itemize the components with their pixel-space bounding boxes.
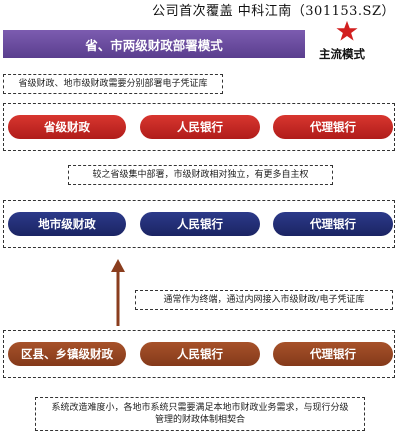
page-title-bar: 省、市两级财政部署模式 (3, 30, 305, 58)
node-county-finance-label: 区县、乡镇级财政 (21, 347, 113, 361)
note-bottom-text: 系统改造难度小，各地市系统只需要满足本地市财政业务需求，与现行分级管理的财政体制… (51, 403, 349, 425)
node-municipal-agent-bank: 代理银行 (273, 212, 393, 236)
note-bottom: 系统改造难度小，各地市系统只需要满足本地市财政业务需求，与现行分级管理的财政体制… (35, 397, 365, 431)
node-municipal-pboc: 人民银行 (140, 212, 260, 236)
node-provincial-agent-bank: 代理银行 (273, 115, 393, 139)
note-terminal-text: 通常作为终端，通过内网接入市级财政/电子凭证库 (163, 295, 365, 305)
note-provincial-deploy-text: 省级财政、地市级财政需要分别部署电子凭证库 (18, 79, 208, 89)
arrow-up-icon (111, 259, 125, 326)
node-provincial-pboc-label: 人民银行 (177, 120, 223, 134)
node-municipal-agent-bank-label: 代理银行 (310, 217, 356, 231)
node-provincial-agent-bank-label: 代理银行 (310, 120, 356, 134)
node-county-agent-bank-label: 代理银行 (310, 347, 356, 361)
group-municipal (3, 200, 395, 248)
node-county-agent-bank: 代理银行 (273, 342, 393, 366)
node-provincial-pboc: 人民银行 (140, 115, 260, 139)
node-county-pboc: 人民银行 (140, 342, 260, 366)
node-provincial-finance-label: 省级财政 (44, 120, 90, 134)
note-centralized-text: 较之省级集中部署，市级财政相对独立，有更多自主权 (92, 170, 309, 180)
node-municipal-pboc-label: 人民银行 (177, 217, 223, 231)
node-county-finance: 区县、乡镇级财政 (8, 342, 126, 366)
note-centralized: 较之省级集中部署，市级财政相对独立，有更多自主权 (68, 165, 333, 185)
node-county-pboc-label: 人民银行 (177, 347, 223, 361)
node-provincial-finance: 省级财政 (8, 115, 126, 139)
mode-label: 主流模式 (319, 47, 365, 61)
node-municipal-finance: 地市级财政 (8, 212, 126, 236)
group-provincial (3, 103, 395, 151)
header-company-text: 公司首次覆盖 中科江南（301153.SZ） (152, 4, 395, 19)
page-title: 省、市两级财政部署模式 (85, 37, 223, 53)
note-provincial-deploy: 省级财政、地市级财政需要分别部署电子凭证库 (3, 74, 223, 94)
node-municipal-finance-label: 地市级财政 (38, 217, 96, 231)
star-icon (336, 20, 358, 41)
group-county (3, 330, 395, 378)
note-terminal: 通常作为终端，通过内网接入市级财政/电子凭证库 (135, 290, 393, 310)
